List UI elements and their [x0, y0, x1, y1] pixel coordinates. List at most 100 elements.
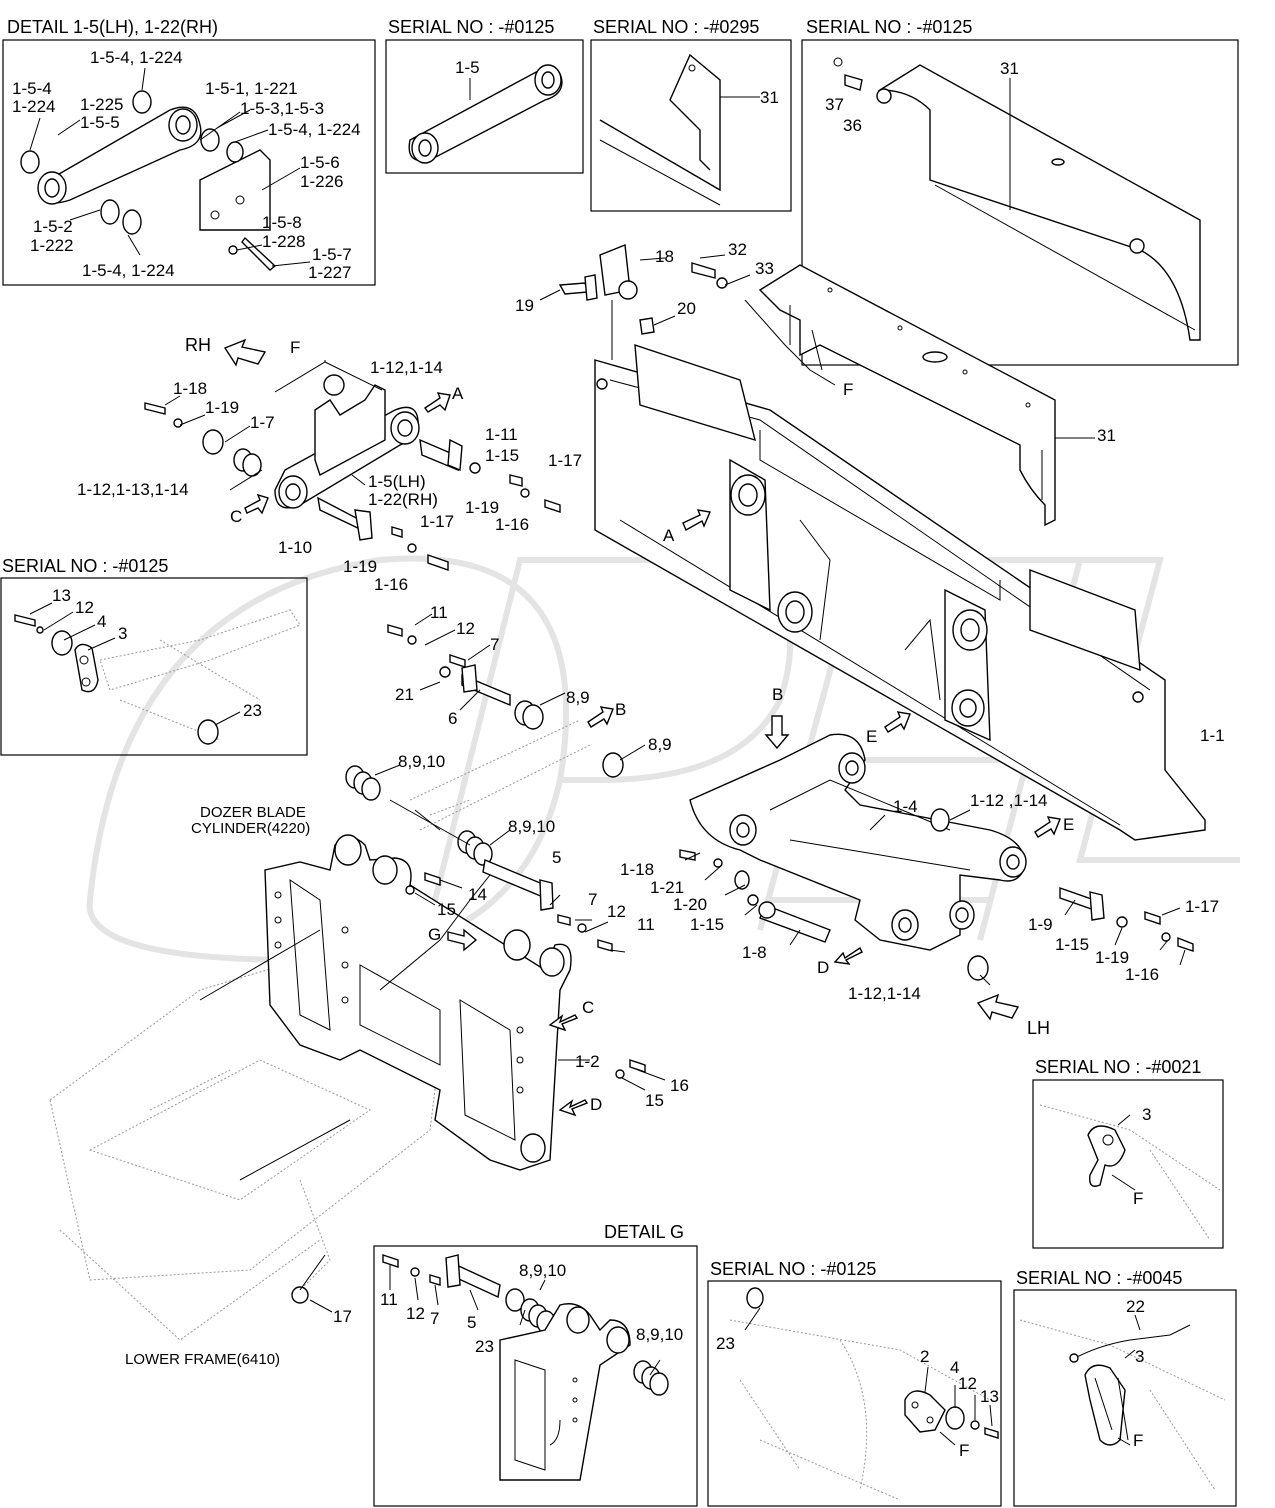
label-p-20: 20	[677, 299, 696, 318]
rh-arrow-icon	[223, 338, 267, 367]
label-p-1-7: 1-7	[250, 413, 275, 432]
label-lh: LH	[1027, 1018, 1050, 1038]
label-p-e1: E	[866, 727, 877, 746]
label-d-156-2: 1-226	[300, 172, 343, 191]
label-p-b1: B	[615, 700, 626, 719]
small-parts-top-drawing	[539, 244, 836, 386]
box-serial-0125-c	[0, 577, 308, 756]
label-p-1-18b: 1-18	[620, 860, 654, 879]
label-p-36: 36	[843, 116, 862, 135]
label-p-12b: 12	[607, 902, 626, 921]
label-p-37: 37	[825, 95, 844, 114]
label-p-1-9: 1-9	[1028, 915, 1053, 934]
label-d-157-2: 1-227	[308, 263, 351, 282]
title-serial-0125-c: SERIAL NO : -#0125	[2, 556, 168, 576]
label-s-15: 1-5	[455, 58, 480, 77]
label-d-153: 1-5-3,1-5-3	[240, 99, 324, 118]
label-s4-3: 3	[1135, 1347, 1144, 1366]
label-lower-frame: LOWER FRAME(6410)	[125, 1351, 280, 1368]
label-s2-12: 12	[958, 1374, 977, 1393]
label-d-154b-1: 1-5-4	[12, 79, 52, 98]
label-p-8910b: 8,9,10	[508, 817, 555, 836]
label-p-17: 17	[333, 1307, 352, 1326]
box-serial-0295	[590, 39, 792, 212]
link-assembly-drawing	[144, 360, 561, 571]
label-s2-4: 4	[950, 1358, 959, 1377]
title-serial-0045: SERIAL NO : -#0045	[1016, 1268, 1182, 1288]
label-p-1-12d: 1-12,1-14	[848, 984, 921, 1003]
serial-0021-drawing	[1039, 1104, 1221, 1241]
box-serial-0021	[1032, 1079, 1224, 1249]
label-p-1-16c: 1-16	[1125, 965, 1159, 984]
label-g-5: 5	[467, 1313, 476, 1332]
label-s-4: 4	[97, 612, 106, 631]
label-p-18: 18	[655, 247, 674, 266]
title-detail-1-5: DETAIL 1-5(LH), 1-22(RH)	[7, 17, 218, 37]
box-serial-0125-d	[707, 1280, 1002, 1507]
label-s2-f: F	[959, 1441, 969, 1460]
label-p-1-16b: 1-16	[374, 575, 408, 594]
label-p-1-12c: 1-12 ,1-14	[970, 791, 1048, 810]
label-p-1-18: 1-18	[173, 379, 207, 398]
label-p-1-12a: 1-12,1-14	[370, 358, 443, 377]
label-d-158-1: 1-5-8	[262, 213, 302, 232]
label-p-e2: E	[1063, 815, 1074, 834]
serial-d-drawing	[729, 1287, 999, 1501]
plate-31-drawing	[758, 264, 1095, 527]
box-serial-0125-b	[801, 39, 1239, 366]
label-d-225: 1-225	[80, 95, 123, 114]
label-s2-2: 2	[920, 1347, 929, 1366]
bracket-1-2-drawing	[49, 809, 666, 1341]
label-p-1-17a: 1-17	[548, 451, 582, 470]
label-p-1-15a: 1-15	[485, 446, 519, 465]
serial-a-link-drawing	[408, 64, 563, 164]
label-s2-23: 23	[716, 1334, 735, 1353]
label-p-89b: 8,9	[648, 735, 672, 754]
label-p-11b: 11	[637, 915, 655, 934]
label-g-12: 12	[406, 1304, 425, 1323]
label-p-11a: 11	[430, 603, 448, 622]
label-p-1-19c: 1-19	[343, 557, 377, 576]
label-d-152-2: 1-222	[30, 236, 73, 255]
label-p-1-15b: 1-15	[690, 915, 724, 934]
label-p-12a: 12	[456, 619, 475, 638]
label-p-21: 21	[395, 685, 414, 704]
title-serial-0125-a: SERIAL NO : -#0125	[388, 17, 554, 37]
label-s4-f: F	[1133, 1431, 1143, 1450]
label-p-d1: D	[817, 958, 829, 977]
label-p-5: 5	[552, 848, 561, 867]
label-d-154b-2: 1-224	[12, 97, 55, 116]
label-p-33: 33	[755, 259, 774, 278]
label-s-3: 3	[118, 624, 127, 643]
label-p-31c: 31	[1097, 426, 1116, 445]
label-p-1-22rh: 1-22(RH)	[368, 490, 438, 509]
serial-c-drawing	[14, 602, 301, 745]
label-s-23: 23	[243, 701, 262, 720]
label-p-1-4: 1-4	[893, 797, 918, 816]
label-p-b2: B	[772, 685, 783, 704]
label-p-a2: A	[663, 526, 675, 545]
label-s-13: 13	[52, 586, 71, 605]
label-p-1-19d: 1-19	[1095, 948, 1129, 967]
label-p-1-1: 1-1	[1200, 726, 1225, 745]
serial-b-plate-drawing	[833, 57, 1201, 341]
label-p-6: 6	[448, 709, 457, 728]
label-p-1-19a: 1-19	[205, 398, 239, 417]
arm-1-4-drawing	[679, 711, 1194, 986]
label-d-157-1: 1-5-7	[312, 245, 352, 264]
box-serial-0125-a	[385, 39, 584, 174]
title-serial-0125-b: SERIAL NO : -#0125	[806, 17, 972, 37]
label-p-15a: 15	[437, 900, 456, 919]
label-p-g: G	[428, 925, 441, 944]
main-frame-drawing	[594, 344, 1206, 841]
label-g-7: 7	[430, 1309, 439, 1328]
label-p-31b: 31	[1000, 59, 1019, 78]
label-p-15b: 15	[645, 1091, 664, 1110]
title-serial-0295: SERIAL NO : -#0295	[593, 17, 759, 37]
lh-arrow-icon	[976, 993, 1020, 1021]
label-s4-22: 22	[1126, 1297, 1145, 1316]
label-p-1-11: 1-11	[485, 425, 518, 444]
label-p-1-17c: 1-17	[1185, 897, 1219, 916]
box-detail-g	[373, 1245, 698, 1507]
